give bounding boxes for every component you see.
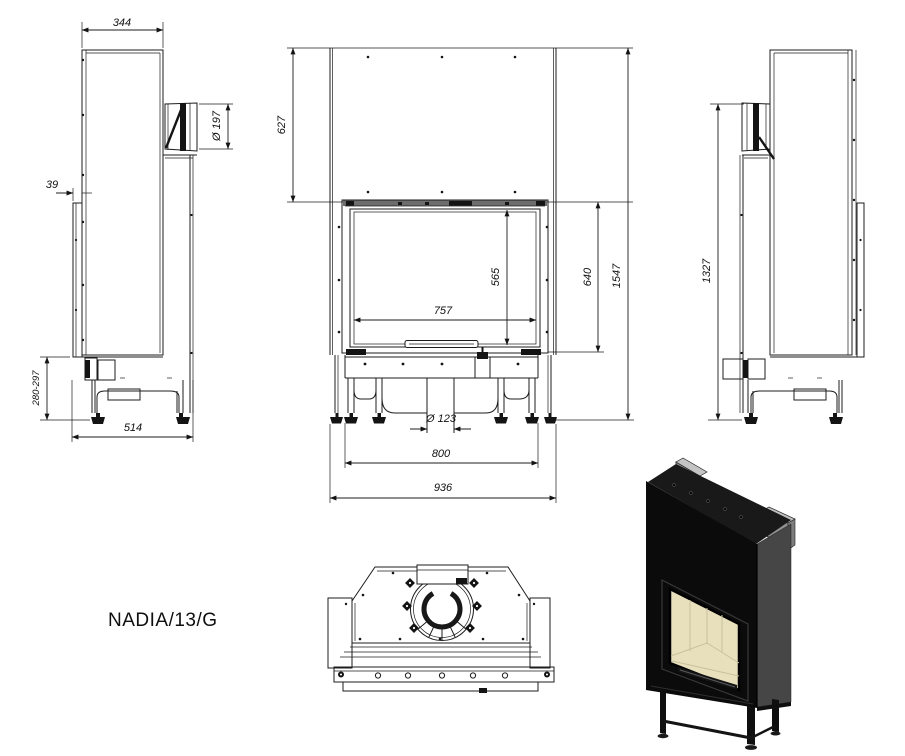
dim-door-offset: 39 [46, 179, 58, 191]
right-side-view: 1327 [701, 49, 865, 424]
side-body [73, 49, 164, 358]
flue-collar [163, 102, 198, 159]
top-view [327, 564, 555, 693]
rear-shield [189, 155, 194, 413]
side-legs [722, 358, 843, 424]
front-view: 627 565 757 640 1547 Ø 123 800 936 [276, 47, 634, 503]
dim-flue-diameter: Ø 197 [211, 110, 223, 142]
top-plate [351, 566, 531, 644]
dim-total-width: 936 [434, 482, 453, 494]
dim-depth: 344 [113, 17, 131, 29]
front-casing [329, 48, 557, 355]
side-panel [756, 523, 792, 708]
side-legs [84, 357, 190, 424]
dim-door-height: 640 [582, 267, 594, 286]
side-door-profile [72, 202, 83, 358]
dim-total-height: 1547 [611, 263, 623, 288]
side-door-profile [856, 202, 865, 358]
flue-collar [741, 102, 775, 160]
model-label: NADIA/13/G [108, 610, 218, 631]
damper-lever [164, 109, 183, 149]
dim-glass-width: 757 [434, 305, 453, 317]
front-legs [344, 378, 539, 424]
firebox-interior [670, 600, 740, 677]
left-wing [327, 597, 353, 669]
air-inlet-duct [426, 378, 455, 433]
legs-iso [657, 689, 791, 750]
dim-glass-height: 565 [490, 267, 502, 286]
dim-leg-span: 800 [432, 448, 451, 460]
door-handle[interactable] [404, 340, 479, 348]
door-glass [353, 211, 537, 345]
dim-leg-height: 280-297 [31, 370, 42, 407]
front-bar-top [333, 666, 555, 693]
right-wing [529, 597, 551, 669]
damper-lever [758, 136, 775, 160]
left-side-view: 344 Ø 197 39 280-297 514 [31, 17, 233, 442]
fire-door[interactable] [341, 199, 549, 355]
door-frame-iso [661, 579, 749, 702]
flue-collar-top [402, 564, 482, 641]
dim-base-depth: 514 [124, 422, 142, 434]
dim-hood-height: 627 [276, 115, 288, 134]
dim-air-inlet: Ø 123 [425, 413, 457, 425]
top-face [648, 464, 791, 544]
dim-side-height: 1327 [701, 258, 713, 283]
side-body [769, 49, 863, 358]
isometric-view [646, 457, 796, 750]
front-base [344, 347, 539, 379]
